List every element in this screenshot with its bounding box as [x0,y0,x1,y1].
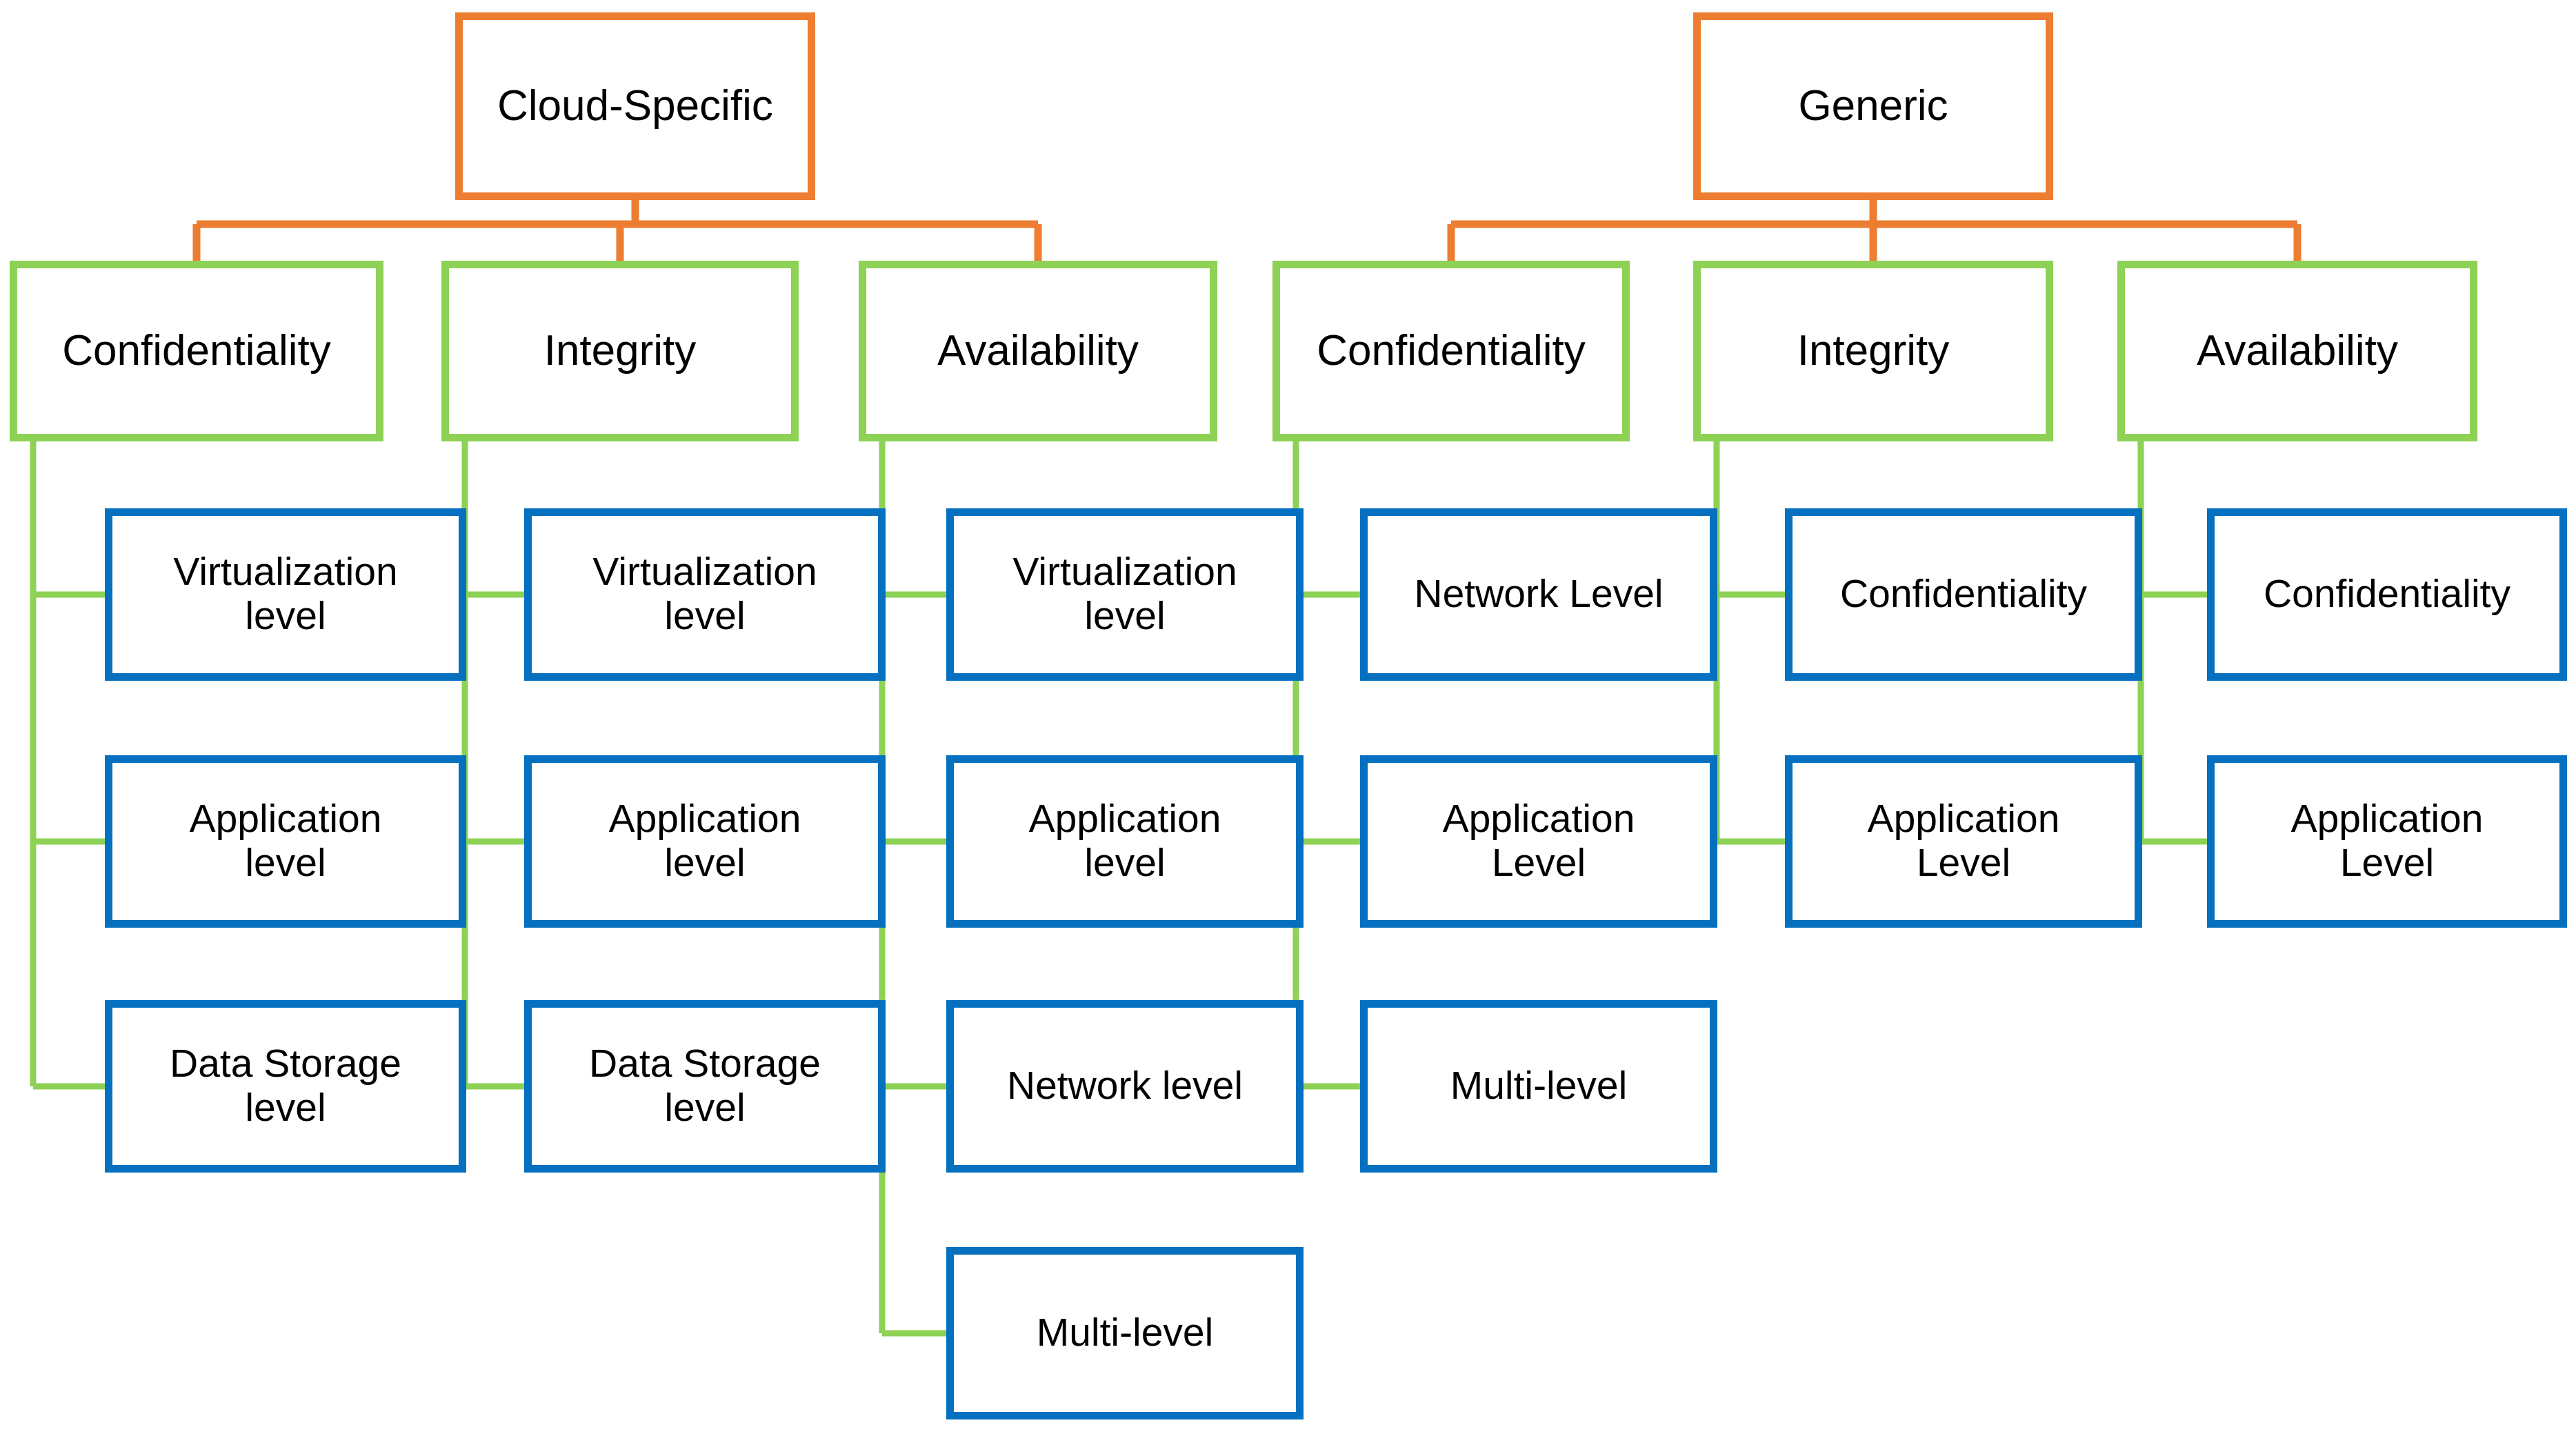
node-label: Application level [608,797,801,885]
node-label: Virtualization level [1012,550,1237,638]
node-label: Network level [1006,1064,1244,1108]
leaf-node-cs-integrity-0: Virtualization level [524,508,886,681]
node-label: Multi-level [1036,1311,1214,1355]
category-node-cs-integrity: Integrity [441,261,799,441]
node-label: Integrity [1797,327,1950,375]
category-node-gn-confidentiality: Confidentiality [1272,261,1630,441]
node-label: Integrity [543,327,697,375]
leaf-node-gn-integrity-0: Confidentiality [1785,508,2142,681]
node-label: Confidentiality [1839,572,2088,617]
leaf-node-gn-confidentiality-2: Multi-level [1360,1000,1717,1173]
leaf-node-cs-confidentiality-1: Application level [105,755,466,928]
leaf-node-cs-availability-0: Virtualization level [946,508,1304,681]
node-label: Availability [2197,327,2398,375]
node-label: Application Level [1442,797,1635,885]
category-node-gn-availability: Availability [2117,261,2477,441]
category-node-gn-integrity: Integrity [1693,261,2053,441]
leaf-node-cs-confidentiality-0: Virtualization level [105,508,466,681]
node-label: Cloud-Specific [497,82,773,130]
leaf-node-cs-integrity-1: Application level [524,755,886,928]
node-label: Availability [937,327,1139,375]
node-label: Application Level [2290,797,2484,885]
leaf-node-gn-integrity-1: Application Level [1785,755,2142,928]
node-label: Data Storage level [589,1042,821,1130]
node-label: Virtualization level [592,550,817,638]
leaf-node-gn-confidentiality-0: Network Level [1360,508,1717,681]
leaf-node-cs-availability-3: Multi-level [946,1247,1304,1419]
leaf-node-gn-availability-1: Application Level [2207,755,2567,928]
node-label: Application level [1028,797,1221,885]
node-label: Virtualization level [173,550,398,638]
leaf-node-cs-integrity-2: Data Storage level [524,1000,886,1173]
category-node-cs-confidentiality: Confidentiality [10,261,383,441]
node-label: Network Level [1414,572,1664,617]
root-node-cloud-specific: Cloud-Specific [455,12,815,200]
leaf-node-cs-availability-1: Application level [946,755,1304,928]
node-label: Multi-level [1450,1064,1628,1108]
node-label: Application Level [1867,797,2060,885]
node-label: Data Storage level [170,1042,401,1130]
leaf-node-gn-availability-0: Confidentiality [2207,508,2567,681]
node-label: Generic [1798,82,1948,130]
node-label: Confidentiality [1317,327,1586,375]
node-label: Confidentiality [2263,572,2511,617]
node-label: Confidentiality [62,327,331,375]
node-label: Application level [189,797,382,885]
leaf-node-cs-confidentiality-2: Data Storage level [105,1000,466,1173]
root-node-generic: Generic [1693,12,2053,200]
leaf-node-cs-availability-2: Network level [946,1000,1304,1173]
category-node-cs-availability: Availability [859,261,1217,441]
leaf-node-gn-confidentiality-1: Application Level [1360,755,1717,928]
